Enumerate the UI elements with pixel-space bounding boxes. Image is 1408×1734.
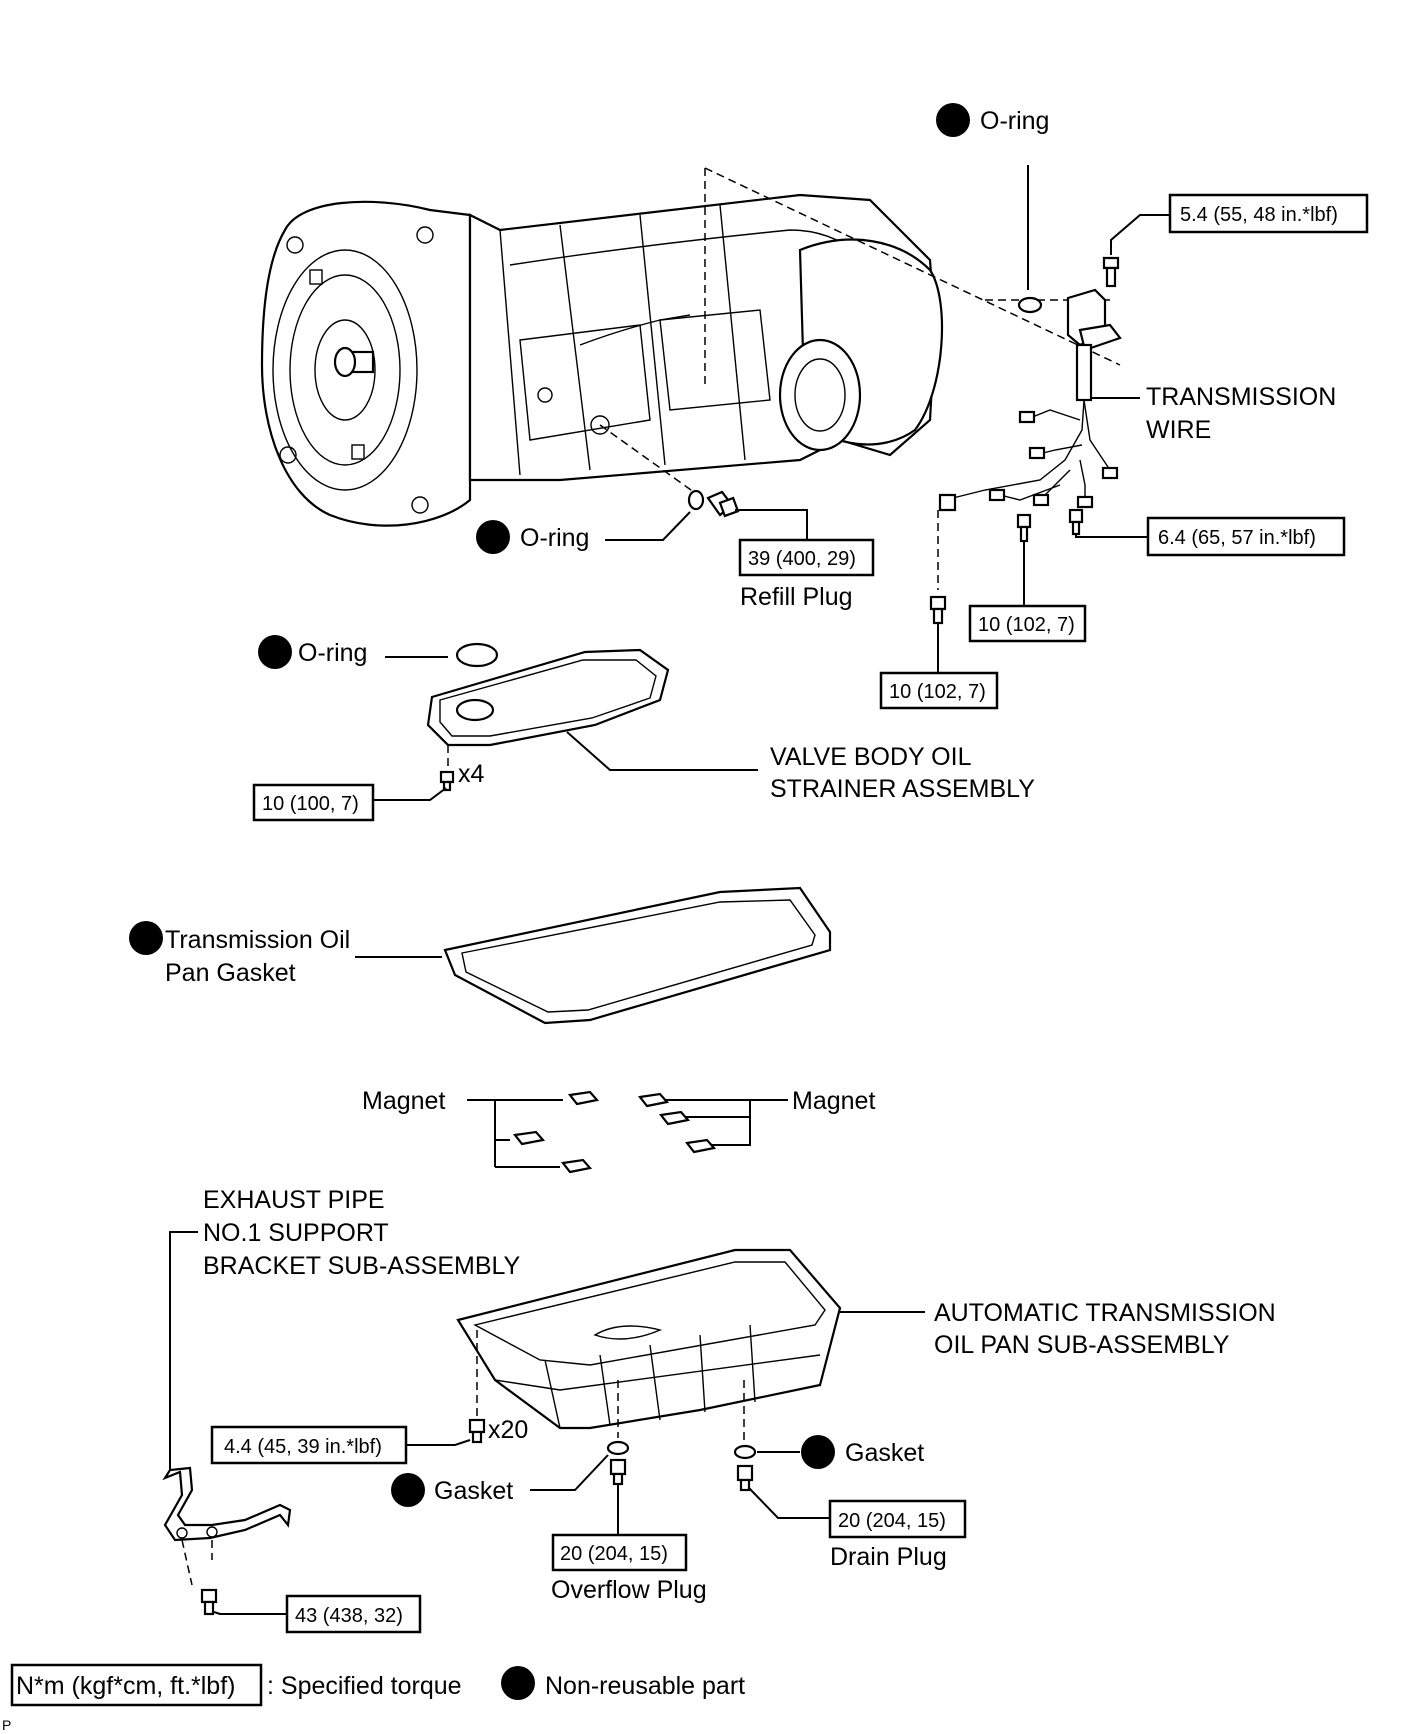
oil-pan-group: AUTOMATIC TRANSMISSION OIL PAN SUB-ASSEM… xyxy=(210,1248,1276,1465)
torque-wire-right: 6.4 (65, 57 in.*lbf) xyxy=(1158,527,1316,549)
torque-box-bracket xyxy=(285,1594,422,1634)
torque-box-overflow xyxy=(551,1533,688,1572)
label-o-ring-mid: O-ring xyxy=(520,524,589,552)
torque-pan-bolts: 4.4 (45, 39 in.*lbf) xyxy=(224,1436,382,1458)
transmission-oil-pan-gasket xyxy=(443,886,832,1025)
gasket-drain xyxy=(733,1444,757,1460)
label-transmission-wire-1: TRANSMISSION xyxy=(1146,383,1336,411)
torque-box-drain xyxy=(828,1499,967,1539)
valve-body-oil-strainer xyxy=(426,648,670,747)
label-pan-qty: x20 xyxy=(488,1416,528,1444)
label-o-ring-top: O-ring xyxy=(980,107,1049,135)
label-exhaust-1: EXHAUST PIPE xyxy=(203,1186,385,1214)
non-reusable-dot xyxy=(476,520,510,554)
overflow-plug-group: Gasket 20 (204, 15) Overflow Plug xyxy=(391,1380,707,1604)
label-oilpan-1: AUTOMATIC TRANSMISSION xyxy=(934,1299,1276,1327)
label-magnet-left: Magnet xyxy=(362,1087,445,1115)
o-ring-mid xyxy=(687,489,705,511)
torque-wire-mid: 10 (102, 7) xyxy=(978,614,1075,636)
non-reusable-dot xyxy=(936,103,970,137)
o-ring-strainer xyxy=(455,642,499,668)
gasket-overflow xyxy=(606,1440,630,1456)
torque-box-pan-bolts xyxy=(210,1425,408,1465)
torque-bracket: 43 (438, 32) xyxy=(295,1605,403,1627)
pan-gasket-group: Transmission Oil Pan Gasket xyxy=(129,886,832,1025)
label-exhaust-2: NO.1 SUPPORT xyxy=(203,1219,389,1247)
legend-non-reusable-dot xyxy=(501,1666,535,1700)
legend-torque-text: : Specified torque xyxy=(267,1672,462,1700)
label-gasket-pan-1: Transmission Oil xyxy=(165,926,350,954)
torque-wire-low: 10 (102, 7) xyxy=(889,681,986,703)
refill-plug-group: O-ring 39 (400, 29) Refill Plug xyxy=(476,489,875,611)
torque-box-refill xyxy=(738,538,875,577)
o-ring-top xyxy=(1017,296,1043,314)
label-o-ring-strainer: O-ring xyxy=(298,639,367,667)
torque-overflow: 20 (204, 15) xyxy=(560,1543,668,1565)
label-oilpan-2: OIL PAN SUB-ASSEMBLY xyxy=(934,1331,1230,1359)
legend-torque-unit: N*m (kgf*cm, ft.*lbf) xyxy=(16,1672,235,1700)
exhaust-pipe-support-bracket xyxy=(162,1466,292,1542)
torque-box-strainer xyxy=(252,783,375,822)
label-gasket-overflow: Gasket xyxy=(434,1477,513,1505)
top-o-ring-group: O-ring xyxy=(936,103,1049,314)
label-exhaust-3: BRACKET SUB-ASSEMBLY xyxy=(203,1252,521,1280)
transmission-illustration xyxy=(260,167,1121,527)
legend: N*m (kgf*cm, ft.*lbf) : Specified torque… xyxy=(2,1663,745,1733)
torque-wire-top: 5.4 (55, 48 in.*lbf) xyxy=(1180,204,1338,226)
non-reusable-dot xyxy=(391,1473,425,1507)
label-gasket-drain: Gasket xyxy=(845,1439,924,1467)
drain-plug-group: Gasket 20 (204, 15) Drain Plug xyxy=(733,1380,967,1571)
non-reusable-dot xyxy=(258,635,292,669)
torque-box-wire-top xyxy=(1168,193,1369,234)
label-strainer-1: VALVE BODY OIL xyxy=(770,743,972,771)
label-drain-plug: Drain Plug xyxy=(830,1543,947,1571)
torque-refill: 39 (400, 29) xyxy=(748,548,856,570)
torque-box-wire-right xyxy=(1146,516,1346,557)
label-overflow-plug: Overflow Plug xyxy=(551,1576,707,1604)
label-gasket-pan-2: Pan Gasket xyxy=(165,959,296,987)
torque-strainer: 10 (100, 7) xyxy=(262,793,359,815)
magnets-group: Magnet Magnet xyxy=(362,1087,875,1174)
label-strainer-qty: x4 xyxy=(458,760,485,788)
label-transmission-wire-2: WIRE xyxy=(1146,416,1211,444)
corner-mark: P xyxy=(2,1717,11,1733)
transmission-wire-group: 5.4 (55, 48 in.*lbf) TRANSMISSION WIRE 6… xyxy=(879,193,1369,710)
label-strainer-2: STRAINER ASSEMBLY xyxy=(770,775,1035,803)
strainer-group: O-ring x4 10 (100, 7) VALVE BODY OIL STR… xyxy=(252,635,1035,822)
label-magnet-right: Magnet xyxy=(792,1087,875,1115)
legend-non-reusable-text: Non-reusable part xyxy=(545,1672,745,1700)
torque-drain: 20 (204, 15) xyxy=(838,1510,946,1532)
non-reusable-dot xyxy=(129,921,163,955)
torque-box-wire-mid xyxy=(968,604,1087,643)
non-reusable-dot xyxy=(801,1435,835,1469)
label-refill-plug: Refill Plug xyxy=(740,583,853,611)
exhaust-bracket-group: EXHAUST PIPE NO.1 SUPPORT BRACKET SUB-AS… xyxy=(162,1186,521,1634)
torque-box-wire-low xyxy=(879,671,999,710)
legend-torque-box xyxy=(10,1663,263,1707)
